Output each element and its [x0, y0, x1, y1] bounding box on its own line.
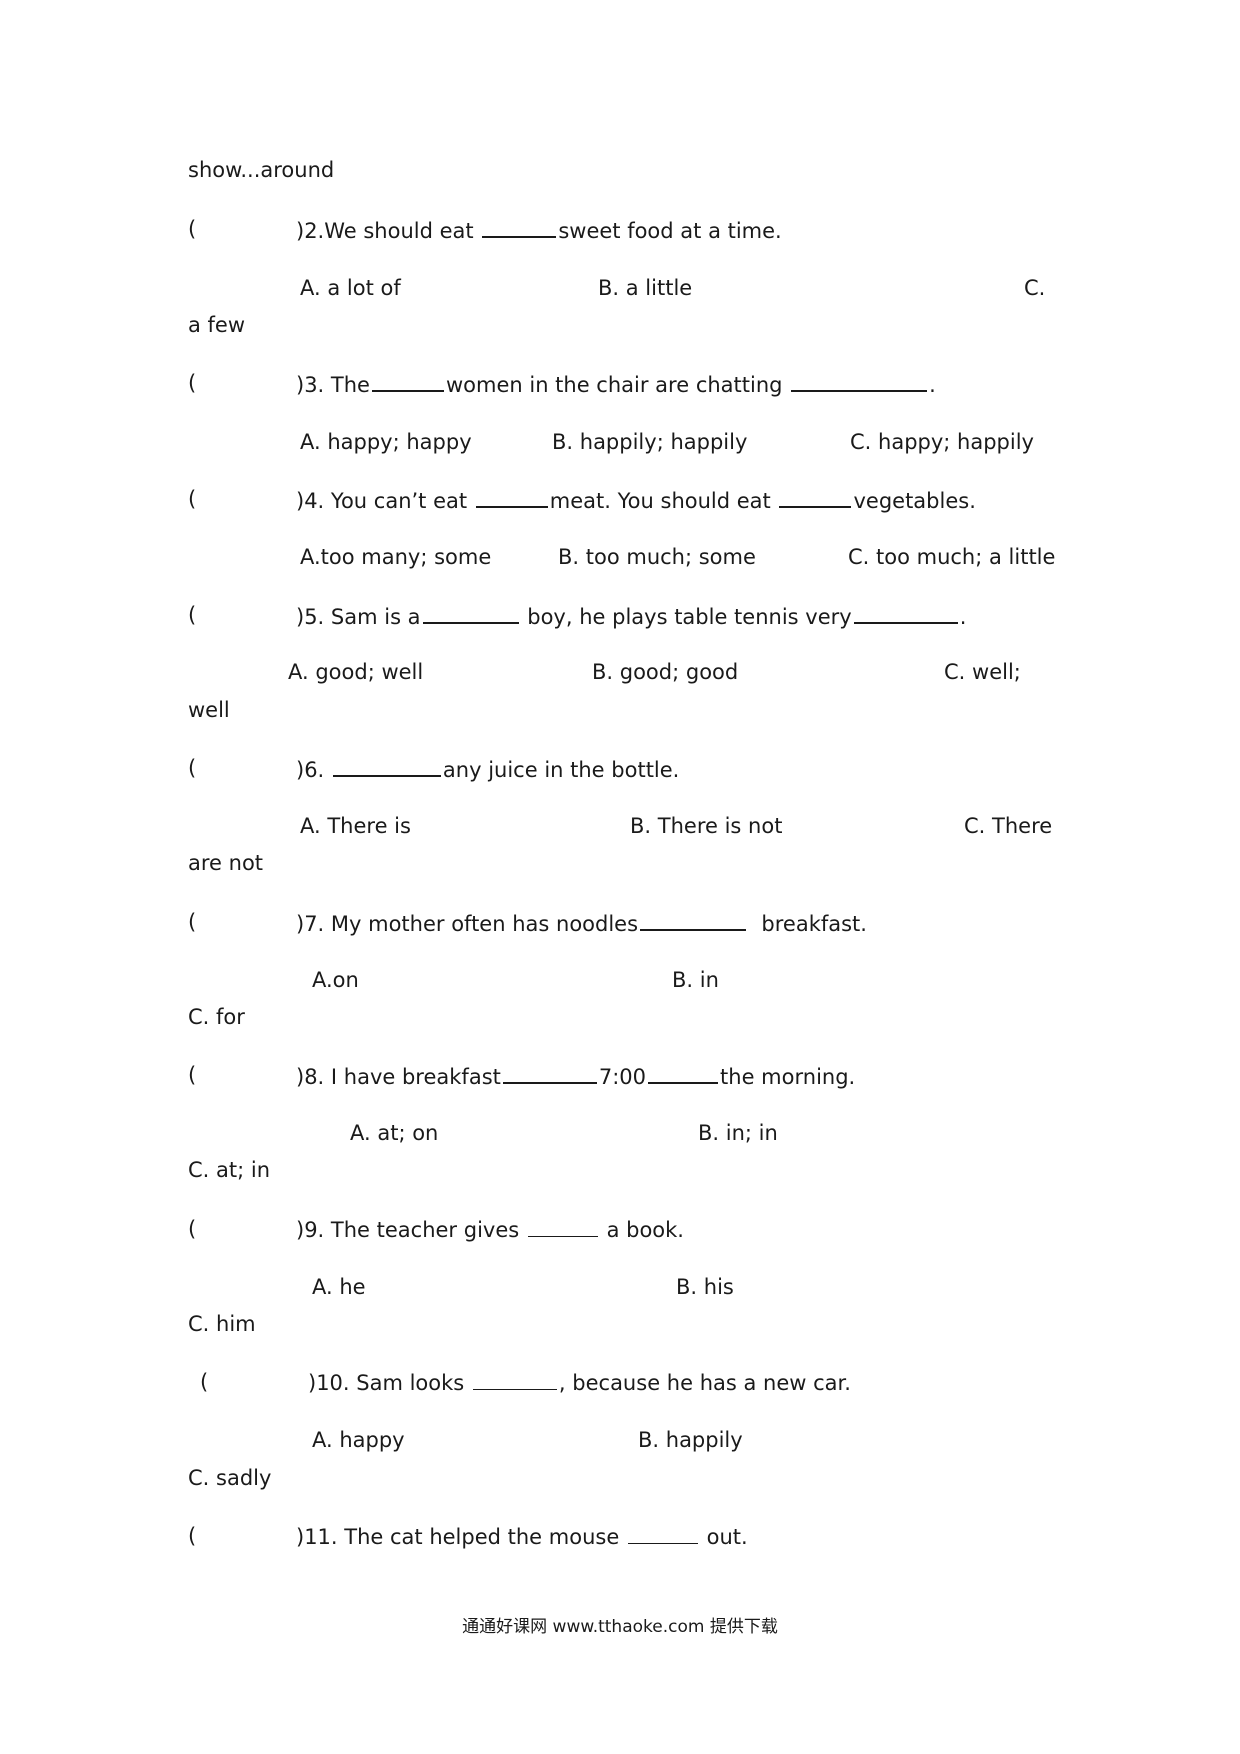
question-2-paren: ( — [188, 217, 197, 241]
q4-option-a[interactable]: A.too many; some — [300, 545, 492, 569]
q4-option-c[interactable]: C. too much; a little — [848, 545, 1056, 569]
question-5-prefix: )5. Sam is a — [296, 605, 421, 629]
question-4-middle: meat. You should eat — [549, 489, 771, 513]
q8-option-a[interactable]: A. at; on — [350, 1121, 439, 1145]
q8-option-c[interactable]: C. at; in — [188, 1158, 271, 1182]
question-5-middle: boy, he plays table tennis very — [527, 605, 852, 629]
question-3-prefix: )3. The — [296, 373, 370, 397]
q5-option-c-label[interactable]: C. well; — [944, 660, 1021, 684]
question-3-paren: ( — [188, 371, 197, 395]
question-8-text: )8. I have breakfast 7:00 the morning. — [296, 1062, 855, 1090]
question-5-suffix: . — [959, 605, 967, 629]
q5-option-a[interactable]: A. good; well — [288, 660, 424, 684]
question-2-blank[interactable] — [482, 216, 557, 238]
question-6-blank[interactable] — [332, 755, 441, 777]
question-8-blank-1[interactable] — [502, 1062, 597, 1084]
question-5-paren: ( — [188, 603, 197, 627]
question-6-suffix: any juice in the bottle. — [442, 758, 680, 782]
question-4-prefix: )4. You can’t eat — [296, 489, 468, 513]
question-6-text: )6. any juice in the bottle. — [296, 755, 679, 783]
q6-option-b[interactable]: B. There is not — [630, 814, 783, 838]
question-8-prefix: )8. I have breakfast — [296, 1065, 501, 1089]
question-7-prefix: )7. My mother often has noodles — [296, 912, 639, 936]
question-2-prefix: )2.We should eat — [296, 219, 474, 243]
q7-option-c[interactable]: C. for — [188, 1005, 245, 1029]
question-11-blank[interactable] — [627, 1523, 698, 1544]
q6-option-a[interactable]: A. There is — [300, 814, 411, 838]
q6-option-c-label[interactable]: C. There — [964, 814, 1053, 838]
question-11-prefix: )11. The cat helped the mouse — [296, 1525, 620, 1549]
q8-option-b[interactable]: B. in; in — [698, 1121, 778, 1145]
q5-option-b[interactable]: B. good; good — [592, 660, 739, 684]
q2-option-a[interactable]: A. a lot of — [300, 276, 401, 300]
continuation-text: show...around — [188, 158, 335, 182]
question-6-prefix: )6. — [296, 758, 325, 782]
q3-option-c[interactable]: C. happy; happily — [850, 430, 1034, 454]
q3-option-b[interactable]: B. happily; happily — [552, 430, 748, 454]
question-7-suffix: breakfast. — [761, 912, 867, 936]
question-8-suffix: the morning. — [720, 1065, 856, 1089]
question-11-text: )11. The cat helped the mouse out. — [296, 1523, 748, 1550]
question-2-suffix: sweet food at a time. — [558, 219, 782, 243]
question-4-blank-2[interactable] — [779, 486, 852, 508]
question-10-prefix: )10. Sam looks — [308, 1371, 465, 1395]
question-6-paren: ( — [188, 756, 197, 780]
q9-option-b[interactable]: B. his — [676, 1275, 734, 1299]
question-11-paren: ( — [188, 1524, 197, 1548]
question-3-blank-2[interactable] — [791, 370, 928, 392]
question-5-blank-2[interactable] — [853, 602, 958, 624]
question-8-paren: ( — [188, 1063, 197, 1087]
question-9-blank[interactable] — [527, 1216, 598, 1237]
question-4-suffix: vegetables. — [853, 489, 976, 513]
question-10-text: )10. Sam looks , because he has a new ca… — [308, 1369, 851, 1396]
question-10-paren: ( — [200, 1370, 209, 1394]
question-2-text: )2.We should eat sweet food at a time. — [296, 216, 782, 244]
q7-option-b[interactable]: B. in — [672, 968, 719, 992]
question-3-middle: women in the chair are chatting — [445, 373, 783, 397]
q10-option-c[interactable]: C. sadly — [188, 1466, 272, 1490]
question-10-suffix: , because he has a new car. — [558, 1371, 851, 1395]
q5-option-c-text: well — [188, 698, 230, 722]
q2-option-b[interactable]: B. a little — [598, 276, 693, 300]
page-footer: 通通好课网 www.tthaoke.com 提供下载 — [462, 1617, 778, 1637]
q4-option-b[interactable]: B. too much; some — [558, 545, 756, 569]
question-5-blank-1[interactable] — [422, 602, 519, 624]
question-9-suffix: a book. — [606, 1218, 684, 1242]
question-8-blank-2[interactable] — [648, 1062, 719, 1084]
q2-option-c-label[interactable]: C. — [1024, 276, 1046, 300]
question-5-text: )5. Sam is a boy, he plays table tennis … — [296, 602, 966, 630]
question-3-suffix: . — [929, 373, 936, 397]
q10-option-b[interactable]: B. happily — [638, 1428, 743, 1452]
q7-option-a[interactable]: A.on — [312, 968, 359, 992]
question-7-text: )7. My mother often has noodles breakfas… — [296, 909, 867, 937]
q6-option-c-text: are not — [188, 851, 264, 875]
question-10-blank[interactable] — [472, 1369, 557, 1390]
q10-option-a[interactable]: A. happy — [312, 1428, 405, 1452]
question-7-paren: ( — [188, 910, 197, 934]
question-9-prefix: )9. The teacher gives — [296, 1218, 520, 1242]
question-9-paren: ( — [188, 1217, 197, 1241]
question-8-middle: 7:00 — [598, 1065, 647, 1089]
question-4-text: )4. You can’t eat meat. You should eat v… — [296, 486, 976, 514]
q2-option-c-text: a few — [188, 313, 246, 337]
q9-option-a[interactable]: A. he — [312, 1275, 366, 1299]
question-3-text: )3. The women in the chair are chatting . — [296, 370, 936, 398]
q9-option-c[interactable]: C. him — [188, 1312, 256, 1336]
question-3-blank-1[interactable] — [371, 370, 444, 392]
question-7-blank[interactable] — [640, 909, 747, 931]
question-4-paren: ( — [188, 487, 197, 511]
question-11-suffix: out. — [706, 1525, 748, 1549]
question-9-text: )9. The teacher gives a book. — [296, 1216, 684, 1243]
question-4-blank-1[interactable] — [475, 486, 548, 508]
q3-option-a[interactable]: A. happy; happy — [300, 430, 472, 454]
